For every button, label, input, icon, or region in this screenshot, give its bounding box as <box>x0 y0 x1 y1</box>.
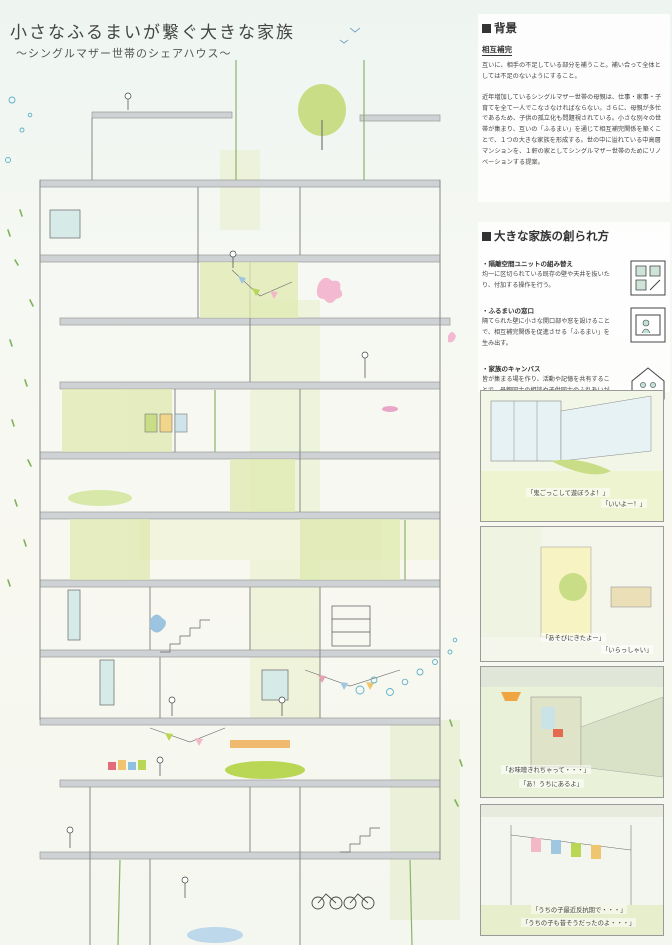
scene-caption: 「あ！うちにあるよ」 <box>519 779 584 788</box>
background-heading: 背景 <box>482 20 666 36</box>
method-item-label: ・家族のキャンバス <box>482 365 541 374</box>
background-intro: 互いに、相手の不足している部分を補うこと。補い合って全体としては不足のないように… <box>482 62 661 80</box>
background-body: 近年増加しているシングルマザー世帯の母親は、仕事・家事・子育てを全て一人でこなさ… <box>482 93 662 166</box>
rugs <box>68 490 305 943</box>
heading-square-icon <box>482 23 491 33</box>
method-item: ・ふるまいの窓口 隔てられた壁に小さな開口部や窓を設けることで、相互補完関係を促… <box>482 305 666 349</box>
grid-reconfigure-icon <box>630 260 666 296</box>
method-item-label: ・隔離空間ユニットの組み替え <box>482 260 573 268</box>
window-person-icon <box>630 307 666 343</box>
floor-slabs <box>39 111 451 860</box>
scene-caption: 「うちの子も昔そうだったのよ・・・」 <box>521 918 637 927</box>
scene-caption: 「お味噌きれちゃって・・・」 <box>501 765 591 774</box>
scene-caption: 「あそびにきたよー」 <box>541 633 606 642</box>
method-panel: 大きな家族の創られ方 ・隔離空間ユニットの組み替え 均一に区切られている既存の壁… <box>478 222 670 405</box>
scene-caption: 「いいよー！」 <box>601 499 647 508</box>
bicycles <box>311 893 375 910</box>
kitchen-counter <box>144 413 188 433</box>
pink-accents <box>150 277 456 633</box>
scene-laundry: 「うちの子最近反抗期で・・・」 「うちの子も昔そうだったのよ・・・」 <box>480 804 664 936</box>
green-rooms <box>62 262 400 580</box>
heading-square-icon <box>482 231 491 241</box>
method-heading: 大きな家族の創られ方 <box>482 228 666 244</box>
scene-visit: 「あそびにきたよー」 「いらっしゃい」 <box>480 526 664 662</box>
people <box>66 92 369 898</box>
method-item: ・隔離空間ユニットの組み替え 均一に区切られている既存の壁や天井を抜いたり、付加… <box>482 258 666 296</box>
bunting-flags <box>149 269 401 746</box>
grass-leaves <box>7 209 463 807</box>
scene-drawing <box>481 667 663 797</box>
scene-caption: 「鬼ごっこして遊ぼうよ！」 <box>526 488 610 497</box>
stairs <box>160 619 380 853</box>
bamboo <box>117 60 413 945</box>
bookshelf <box>331 605 371 647</box>
background-panel: 背景 相互補完 互いに、相手の不足している部分を補うこと。補い合って全体としては… <box>478 14 670 202</box>
scene-caption: 「いらっしゃい」 <box>601 645 654 654</box>
walls <box>39 118 441 945</box>
method-item-text: 隔てられた壁に小さな開口部や窓を設けることで、相互補完関係を促進させる「ふるまい… <box>482 318 610 347</box>
scene-drawing <box>481 527 663 661</box>
page-subtitle: 〜シングルマザー世帯のシェアハウス〜 <box>16 47 232 60</box>
scene-caption: 「うちの子最近反抗期で・・・」 <box>531 905 628 914</box>
windows <box>49 209 289 706</box>
toys <box>108 740 290 770</box>
mutual-complement-label: 相互補完 <box>482 45 512 56</box>
method-item-text: 均一に区切られている既存の壁や天井を抜いたり、付加する操作を行う。 <box>482 271 610 289</box>
page-title: 小さなふるまいが繋ぐ大きな家族 <box>10 23 295 43</box>
scene-kitchen: 「お味噌きれちゃって・・・」 「あ！うちにあるよ」 <box>480 666 664 798</box>
method-item-label: ・ふるまいの窓口 <box>482 307 534 316</box>
scene-drawing <box>481 805 663 935</box>
birds <box>339 27 361 44</box>
rooftop-tree <box>298 84 346 150</box>
bubbles <box>5 96 458 696</box>
scene-playground: 「鬼ごっこして遊ぼうよ！」 「いいよー！」 <box>480 390 664 522</box>
